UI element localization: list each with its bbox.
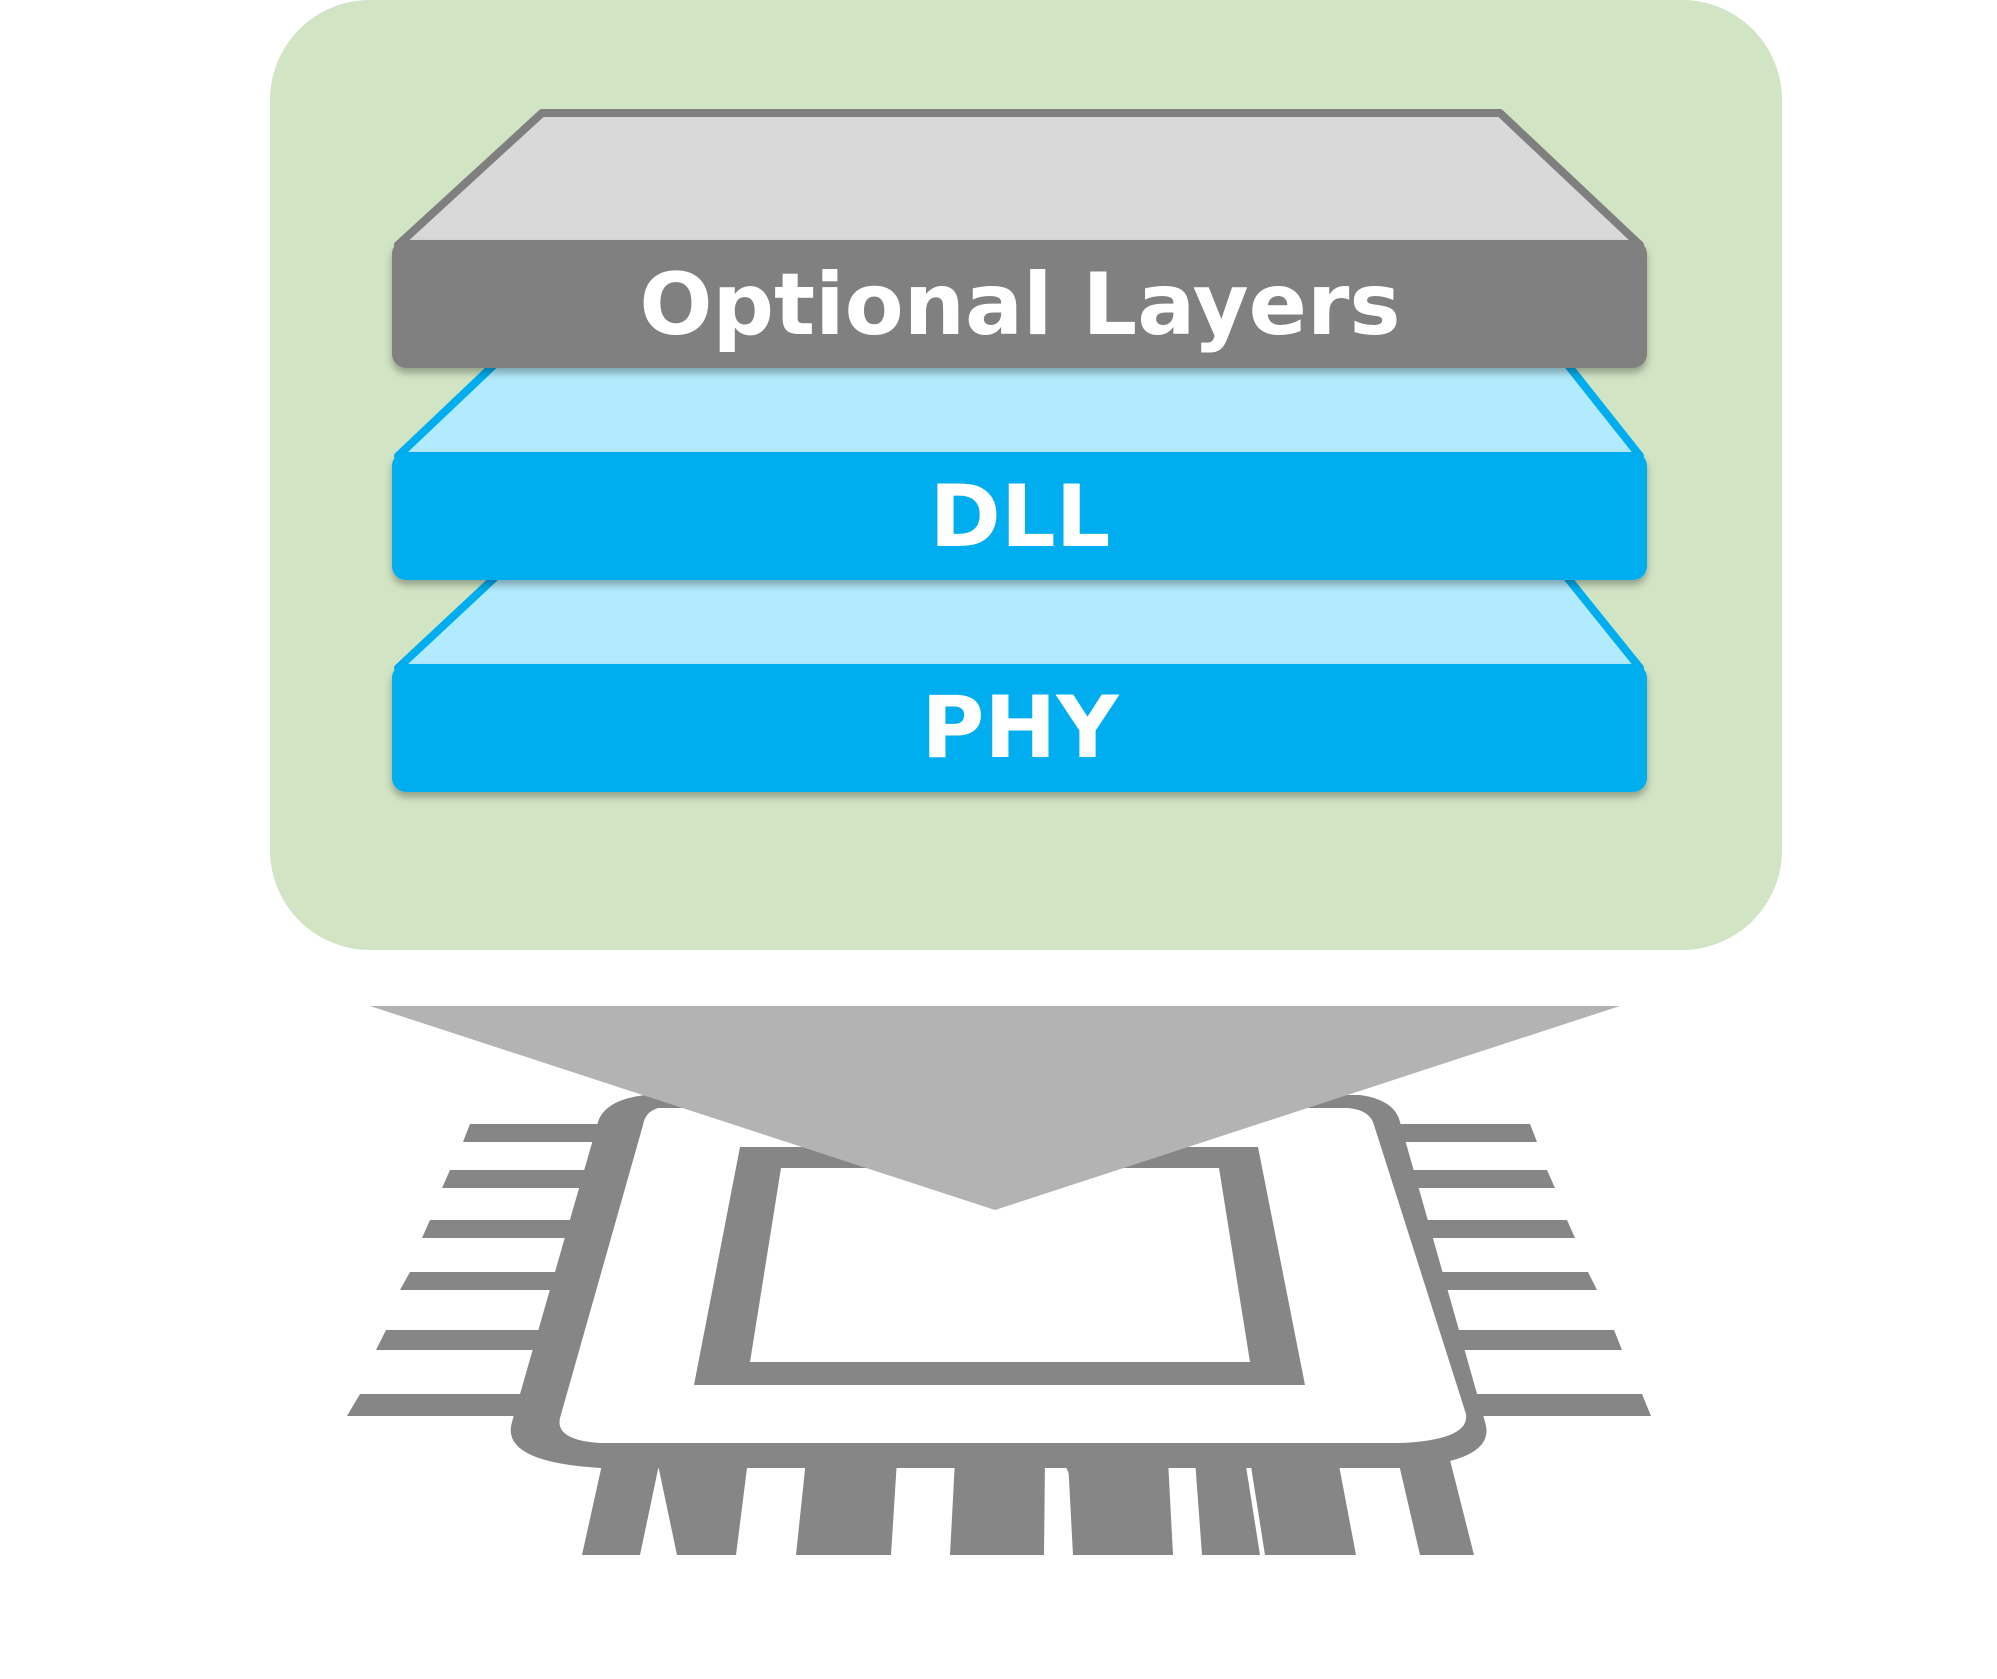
- dll-layer-face: [392, 452, 1647, 580]
- dll-layer-label: DLL: [930, 467, 1111, 567]
- optional-layers-top: [394, 109, 1644, 249]
- optional-layers-face: [392, 240, 1647, 368]
- phy-layer-label: PHY: [921, 678, 1120, 778]
- down-arrow-icon: [370, 1006, 1620, 1210]
- phy-layer-face: [392, 664, 1647, 792]
- optional-layers-label: Optional Layers: [639, 255, 1400, 355]
- chip-die-center: [750, 1168, 1250, 1362]
- optional-layers-layer: Optional Layers: [392, 109, 1647, 368]
